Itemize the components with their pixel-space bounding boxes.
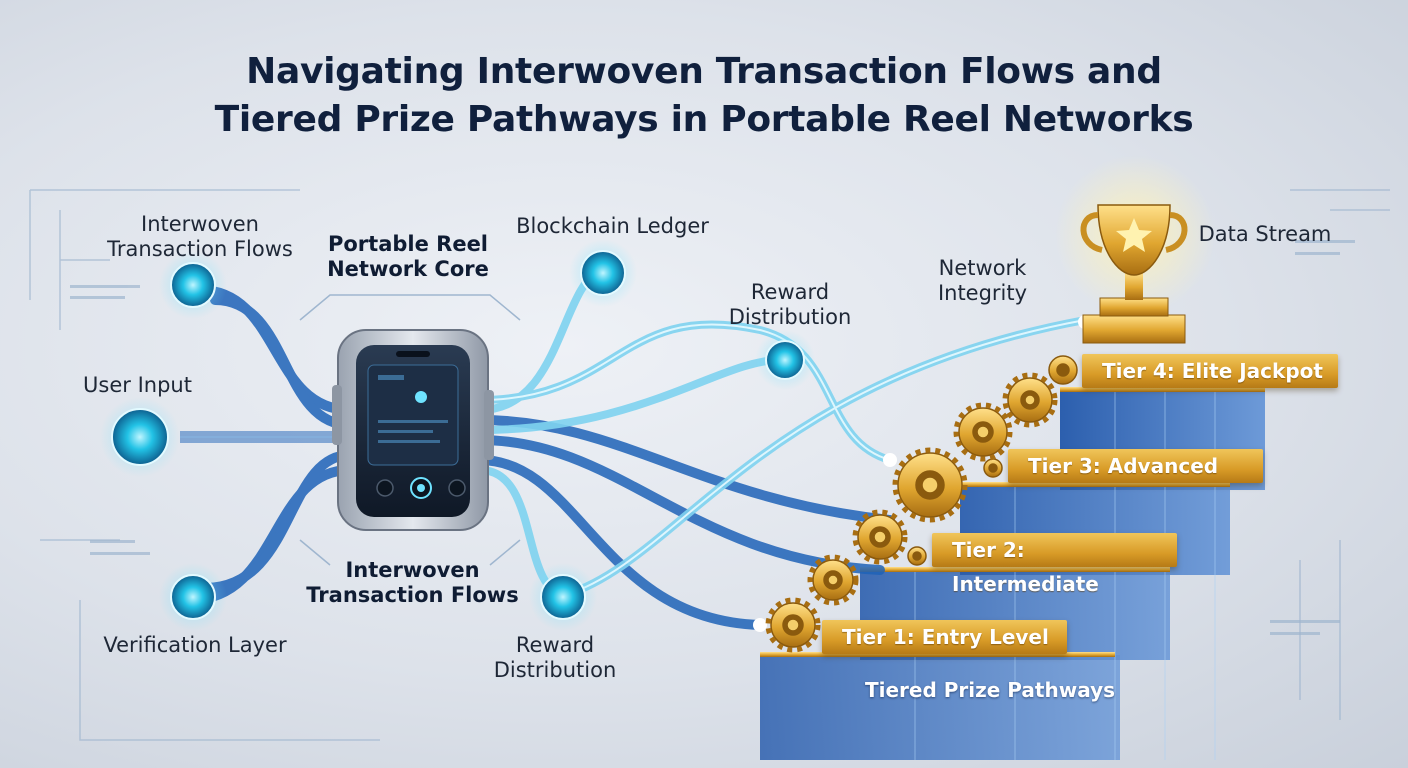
- label-reward-distribution-lower: Reward Distribution: [493, 633, 617, 682]
- gear-icon-cluster: [770, 355, 1078, 648]
- label-reward-distribution-upper: Reward Distribution: [728, 280, 852, 329]
- tier-1-label: Tier 1: Entry Level: [822, 620, 1067, 654]
- label-data-stream: Data Stream: [1198, 222, 1332, 246]
- label-network-integrity: Network Integrity: [937, 256, 1028, 305]
- label-verification-layer: Verification Layer: [103, 633, 287, 657]
- label-blockchain-ledger: Blockchain Ledger: [516, 214, 709, 238]
- tier-2-label: Tier 2: Intermediate: [932, 533, 1177, 596]
- title-line-2: Tiered Prize Pathways in Portable Reel N…: [214, 99, 1194, 140]
- tier-3-label: Tier 3: Advanced: [1008, 449, 1263, 483]
- tier-4-label: Tier 4: Elite Jackpot: [1082, 354, 1338, 388]
- label-interwoven-bottom: Interwoven Transaction Flows: [306, 558, 519, 607]
- portable-device-icon: [332, 329, 494, 531]
- label-network-core: Portable Reel Network Core: [327, 232, 489, 281]
- title-line-1: Navigating Interwoven Transaction Flows …: [246, 51, 1162, 92]
- trophy-icon: [1055, 155, 1215, 344]
- page-title: Navigating Interwoven Transaction Flows …: [0, 48, 1408, 144]
- tiered-prize-pathways-label: Tiered Prize Pathways: [864, 678, 1116, 702]
- label-interwoven-top: Interwoven Transaction Flows: [107, 212, 293, 261]
- flow-nodes: [100, 239, 1092, 632]
- label-user-input: User Input: [83, 373, 192, 397]
